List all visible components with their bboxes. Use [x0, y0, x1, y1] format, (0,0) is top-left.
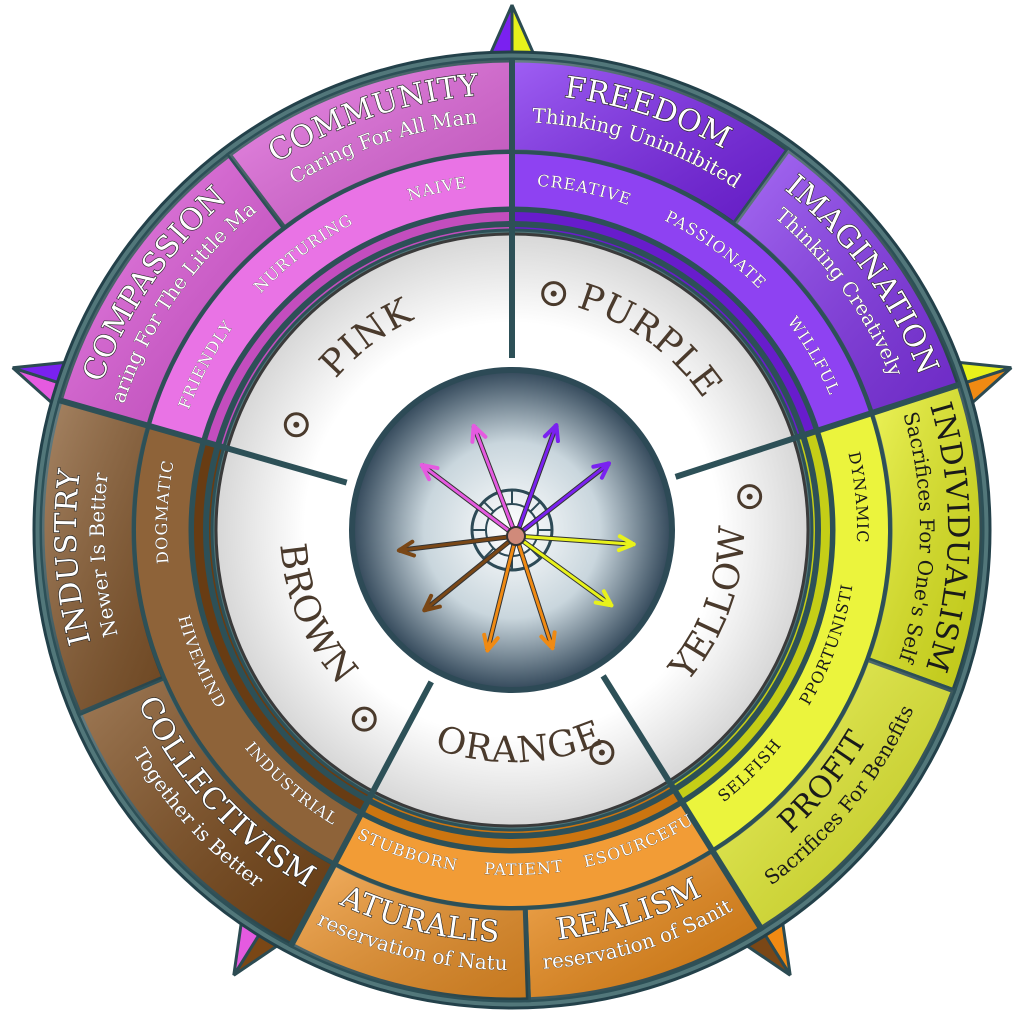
swirl-icon [541, 281, 567, 307]
sector-icons [283, 281, 763, 766]
direction-arrow [482, 535, 519, 653]
bar-chart-icon [737, 484, 763, 510]
trait-label: PATIENT [484, 856, 565, 879]
direction-arrow [396, 533, 517, 558]
direction-arrow [514, 533, 614, 608]
arrow-origin [506, 526, 526, 546]
direction-arrow [422, 534, 518, 613]
direction-arrow [513, 423, 560, 537]
center-arrows [396, 423, 636, 653]
direction-arrow [470, 423, 519, 537]
direction-arrow [513, 535, 557, 651]
ideal-band [39, 57, 985, 1003]
peace-icon [283, 412, 309, 438]
gear-icon [351, 706, 377, 732]
rock-icon [589, 740, 615, 766]
direction-arrow [419, 462, 518, 538]
direction-arrow [515, 533, 636, 553]
direction-arrow [514, 461, 611, 538]
